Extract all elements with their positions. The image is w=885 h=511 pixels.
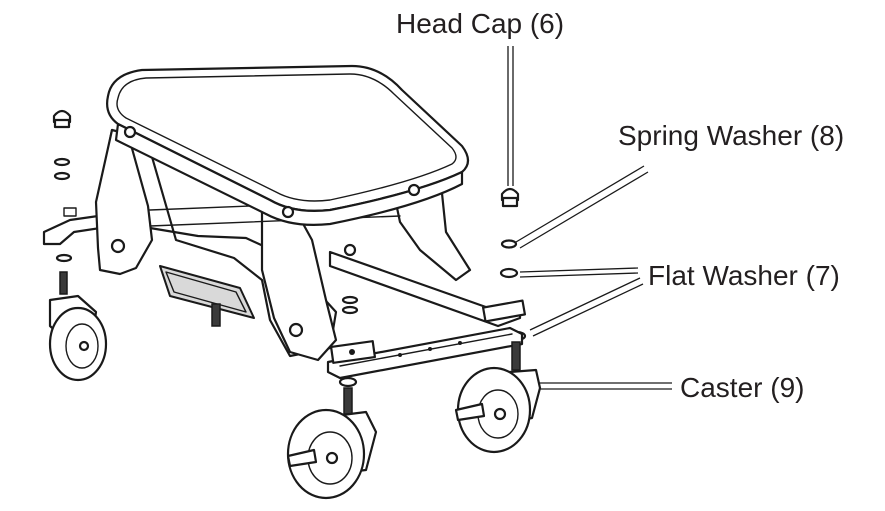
flat-washer-label: Flat Washer (7)	[648, 260, 840, 291]
flat-washer-left	[53, 171, 71, 181]
spring-washer-label: Spring Washer (8)	[618, 120, 845, 151]
leader-lines	[507, 46, 672, 390]
caster-label: Caster (9)	[680, 372, 805, 403]
head-cap-leader	[507, 46, 514, 186]
flat-washer-right	[499, 267, 519, 279]
flat-washer-left-lower	[55, 253, 73, 263]
head-cap-right	[500, 187, 520, 208]
washer-mid-1	[341, 295, 359, 305]
caster-right-front	[454, 341, 542, 454]
flat-washer-leader-top	[519, 267, 639, 278]
frame-rails	[42, 207, 527, 380]
middle-hardware	[338, 295, 359, 388]
spring-washer-leader	[515, 165, 649, 249]
flat-washer-leader-bottom	[529, 277, 644, 337]
head-cap-label: Head Cap (6)	[396, 8, 565, 39]
seat-cushion	[106, 64, 470, 226]
washer-front	[338, 376, 358, 388]
spring-washer-right	[500, 239, 518, 249]
washer-mid-2	[341, 305, 359, 315]
caster-front	[286, 387, 378, 500]
head-cap-left	[52, 109, 72, 129]
caster-left-rear	[48, 271, 108, 382]
spring-washer-left	[53, 157, 71, 167]
left-hardware-stack	[52, 109, 73, 263]
caster-leader	[538, 382, 672, 390]
